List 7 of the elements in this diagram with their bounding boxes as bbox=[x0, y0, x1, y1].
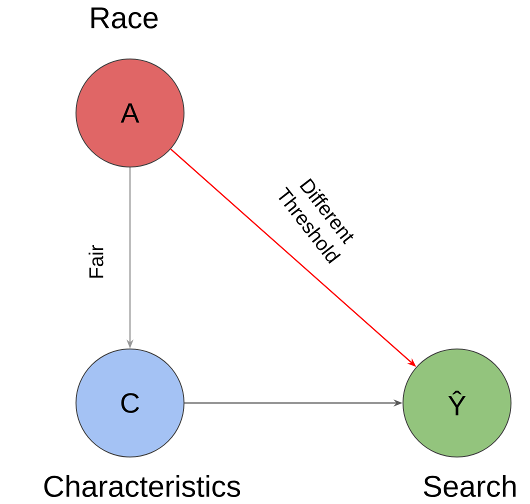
circle-node: A bbox=[76, 58, 184, 168]
edge-label: Fair bbox=[88, 244, 104, 280]
circle-node: C bbox=[76, 348, 184, 458]
node-caption: Search bbox=[424, 474, 516, 498]
node-caption: Characteristics bbox=[44, 474, 240, 498]
node-caption: Race bbox=[91, 8, 158, 28]
circle-node: Ŷ bbox=[402, 348, 512, 458]
